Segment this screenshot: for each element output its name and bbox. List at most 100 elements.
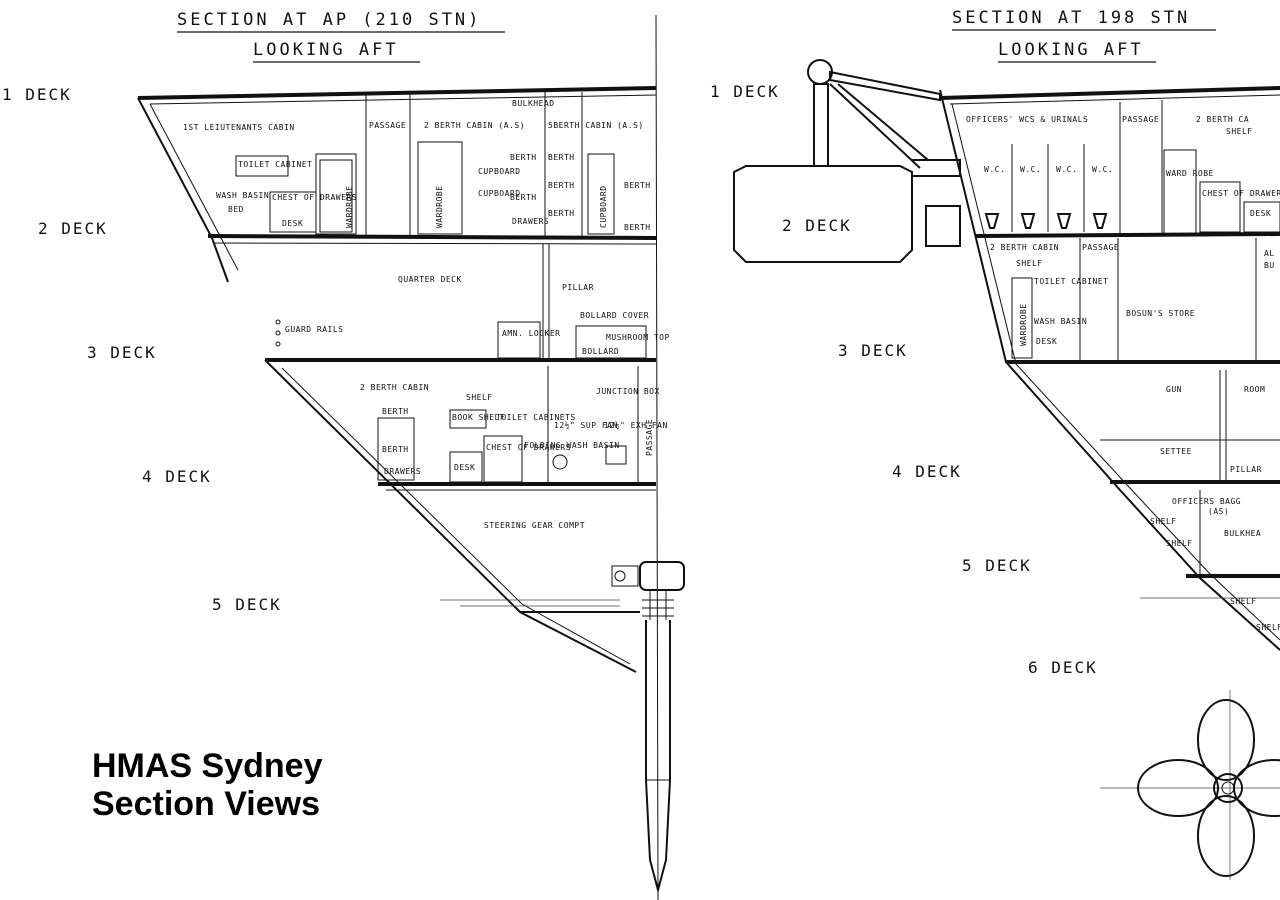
svg-text:JUNCTION BOX: JUNCTION BOX <box>596 387 660 396</box>
svg-text:SHELF: SHELF <box>1150 517 1177 526</box>
svg-text:SHELF: SHELF <box>1016 259 1043 268</box>
svg-text:SHELF: SHELF <box>1226 127 1253 136</box>
caption-line-1: HMAS Sydney <box>92 747 323 785</box>
svg-text:12½" EXH FAN: 12½" EXH FAN <box>604 420 668 430</box>
right-2-deck-line <box>975 232 1280 238</box>
svg-text:BULKHEAD: BULKHEAD <box>512 99 555 108</box>
left-deck-3: 3 DECK <box>87 343 157 362</box>
right-deck-3: 3 DECK <box>838 341 908 360</box>
svg-text:BERTH: BERTH <box>548 153 575 162</box>
svg-text:2 BERTH CABIN: 2 BERTH CABIN <box>360 383 429 392</box>
svg-text:GUARD RAILS: GUARD RAILS <box>285 325 343 334</box>
svg-text:1ST LEIUTENANTS CABIN: 1ST LEIUTENANTS CABIN <box>183 123 295 132</box>
svg-text:SHELF: SHELF <box>1166 539 1193 548</box>
svg-text:GUN: GUN <box>1166 385 1182 394</box>
svg-text:AMN. LOCKER: AMN. LOCKER <box>502 329 560 338</box>
svg-text:SHELF: SHELF <box>1256 623 1280 632</box>
svg-text:SHELF: SHELF <box>466 393 493 402</box>
svg-text:PILLAR: PILLAR <box>1230 465 1262 474</box>
svg-text:5BERTH CABIN (A.S): 5BERTH CABIN (A.S) <box>548 121 644 130</box>
left-deck-5: 5 DECK <box>212 595 282 614</box>
svg-text:BERTH: BERTH <box>510 153 537 162</box>
svg-text:BED: BED <box>228 205 244 214</box>
svg-text:DESK: DESK <box>1036 337 1057 346</box>
svg-text:DESK: DESK <box>282 219 303 228</box>
svg-text:CUPBOARD: CUPBOARD <box>478 167 521 176</box>
svg-text:BERTH: BERTH <box>624 181 651 190</box>
right-hull <box>939 89 1280 651</box>
svg-text:CUPBOARD: CUPBOARD <box>478 189 521 198</box>
svg-text:PASSAGE: PASSAGE <box>369 121 406 130</box>
svg-text:2 BERTH CABIN (A.S): 2 BERTH CABIN (A.S) <box>424 121 525 130</box>
svg-text:CUPBOARD: CUPBOARD <box>599 185 608 228</box>
svg-text:BERTH: BERTH <box>548 209 575 218</box>
right-title: SECTION AT 198 STN <box>952 8 1190 28</box>
svg-text:WARDROBE: WARDROBE <box>1019 303 1028 346</box>
svg-text:STEERING GEAR COMPT: STEERING GEAR COMPT <box>484 521 585 530</box>
svg-text:W.C.: W.C. <box>984 165 1005 174</box>
right-section: SECTION AT 198 STN LOOKING AFT 1 DECK 2 … <box>710 8 1280 880</box>
svg-text:W.C.: W.C. <box>1092 165 1113 174</box>
left-deck-4: 4 DECK <box>142 467 212 486</box>
svg-text:PASSAGE: PASSAGE <box>1082 243 1119 252</box>
svg-text:CHEST OF DRAWERS: CHEST OF DRAWERS <box>486 443 571 452</box>
svg-text:TOILET CABINET: TOILET CABINET <box>1034 277 1108 286</box>
svg-text:WARDROBE: WARDROBE <box>345 185 354 228</box>
svg-text:TOILET CABINETS: TOILET CABINETS <box>496 413 576 422</box>
right-deck-4: 4 DECK <box>892 462 962 481</box>
svg-text:BERTH: BERTH <box>510 193 537 202</box>
crane-and-boat <box>733 59 961 263</box>
svg-text:OFFICERS' WCS & URINALS: OFFICERS' WCS & URINALS <box>966 115 1088 124</box>
right-deck-6: 6 DECK <box>1028 658 1098 677</box>
svg-text:ROOM: ROOM <box>1244 385 1265 394</box>
svg-text:PILLAR: PILLAR <box>562 283 594 292</box>
svg-text:PASSAGE: PASSAGE <box>1122 115 1159 124</box>
center-divider <box>655 14 659 900</box>
svg-text:CHEST OF DRAWERS: CHEST OF DRAWERS <box>1202 189 1280 198</box>
svg-text:FOLDING WASH BASIN: FOLDING WASH BASIN <box>524 441 620 450</box>
svg-text:DRAWERS: DRAWERS <box>384 467 421 476</box>
svg-text:BERTH: BERTH <box>548 181 575 190</box>
right-deck-1: 1 DECK <box>710 82 780 101</box>
propeller <box>1100 690 1280 880</box>
svg-text:BERTH: BERTH <box>382 445 409 454</box>
svg-text:(AS): (AS) <box>1208 507 1229 516</box>
left-deck-1: 1 DECK <box>2 85 72 104</box>
svg-text:PASSAGE: PASSAGE <box>645 419 654 456</box>
left-1-deck-line <box>137 86 657 100</box>
svg-text:2 BERTH CA: 2 BERTH CA <box>1196 115 1249 124</box>
svg-text:TOILET CABINET: TOILET CABINET <box>238 160 312 169</box>
rudder-stock <box>611 561 685 894</box>
right-deck-5: 5 DECK <box>962 556 1032 575</box>
left-lower-hull <box>264 359 637 673</box>
svg-text:QUARTER DECK: QUARTER DECK <box>398 275 462 284</box>
svg-text:SETTEE: SETTEE <box>1160 447 1192 456</box>
svg-text:12½" SUP FAN: 12½" SUP FAN <box>554 420 618 430</box>
svg-text:BOLLARD COVER: BOLLARD COVER <box>580 311 649 320</box>
right-1-deck-line <box>939 86 1280 100</box>
svg-text:WARD ROBE: WARD ROBE <box>1166 169 1214 178</box>
svg-text:AL: AL <box>1264 249 1275 258</box>
svg-text:BERTH: BERTH <box>382 407 409 416</box>
right-subtitle: LOOKING AFT <box>998 40 1144 60</box>
svg-text:BOOK SHELF: BOOK SHELF <box>452 413 505 422</box>
svg-text:WASH BASIN: WASH BASIN <box>216 191 269 200</box>
svg-text:BERTH: BERTH <box>624 223 651 232</box>
svg-text:SHELF: SHELF <box>1230 597 1257 606</box>
svg-text:DRAWERS: DRAWERS <box>512 217 549 226</box>
svg-text:2 BERTH CABIN: 2 BERTH CABIN <box>990 243 1059 252</box>
left-subtitle: LOOKING AFT <box>253 40 399 60</box>
left-deck-2: 2 DECK <box>38 219 108 238</box>
svg-text:BU: BU <box>1264 261 1275 270</box>
caption-line-2: Section Views <box>92 785 320 823</box>
svg-text:DESK: DESK <box>454 463 475 472</box>
svg-text:W.C.: W.C. <box>1020 165 1041 174</box>
left-2-deck-line <box>207 234 657 240</box>
svg-text:WARDROBE: WARDROBE <box>435 185 444 228</box>
svg-text:BOLLARD: BOLLARD <box>582 347 619 356</box>
left-section: SECTION AT AP (210 STN) LOOKING AFT 1 DE… <box>2 10 685 894</box>
svg-text:WASH BASIN: WASH BASIN <box>1034 317 1087 326</box>
svg-text:CHEST OF DRAWERS: CHEST OF DRAWERS <box>272 193 357 202</box>
svg-text:BOSUN'S STORE: BOSUN'S STORE <box>1126 309 1195 318</box>
